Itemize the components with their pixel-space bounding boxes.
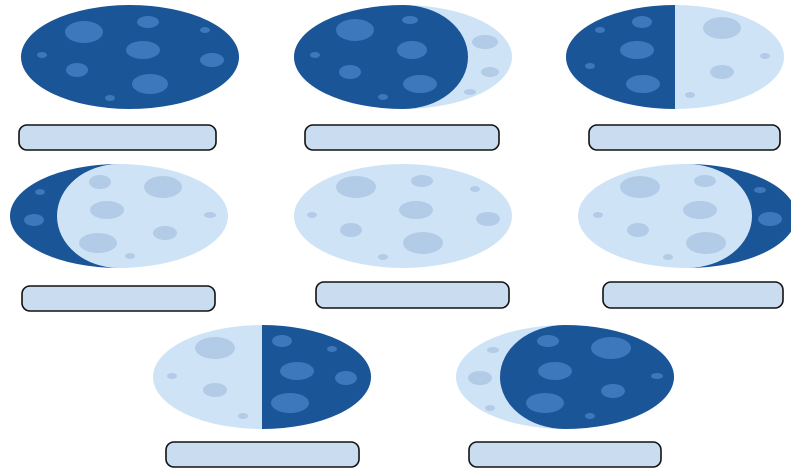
- label-box-waxing-gibbous[interactable]: [22, 286, 215, 311]
- moon-full-moon: [294, 164, 512, 268]
- moon-waning-crescent: [456, 325, 674, 429]
- label-box-full-moon[interactable]: [316, 282, 509, 308]
- moon-new-moon: [21, 5, 239, 109]
- label-box-new-moon[interactable]: [19, 125, 216, 150]
- moon-third-quarter: [153, 325, 371, 429]
- label-box-third-quarter[interactable]: [166, 442, 359, 467]
- moon-waxing-gibbous: [10, 164, 228, 268]
- moon-waning-gibbous: [578, 164, 791, 268]
- moon-first-quarter: [566, 5, 784, 109]
- moon-waxing-crescent: [294, 5, 512, 109]
- label-box-waning-gibbous[interactable]: [603, 282, 783, 308]
- label-box-waxing-crescent[interactable]: [305, 125, 499, 150]
- label-box-first-quarter[interactable]: [589, 125, 780, 150]
- label-box-waning-crescent[interactable]: [469, 442, 661, 467]
